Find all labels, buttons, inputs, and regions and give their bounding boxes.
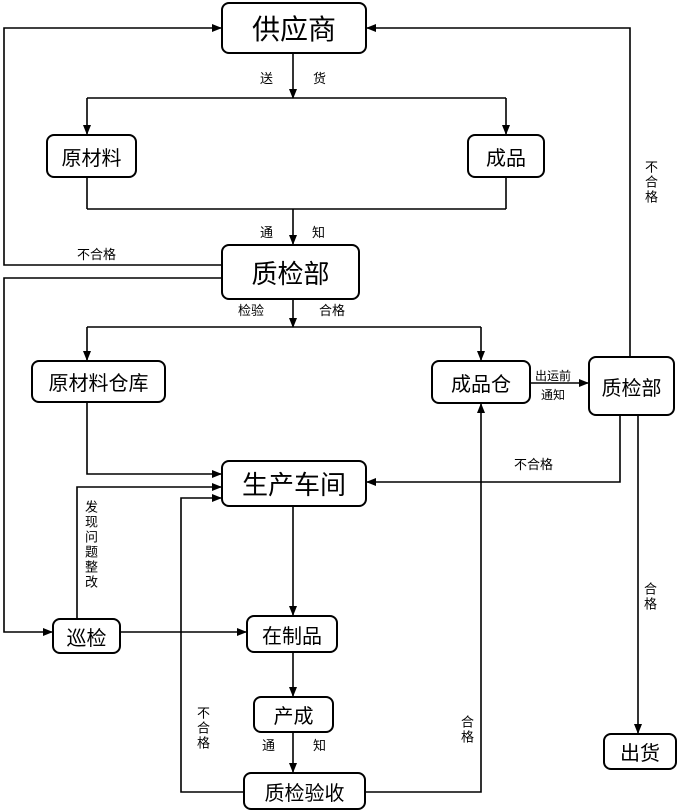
label-pass-right: 合格 <box>641 582 656 612</box>
node-product-warehouse: 成品仓 <box>431 360 531 404</box>
node-patrol: 巡检 <box>52 618 121 654</box>
node-raw-warehouse: 原材料仓库 <box>31 360 166 403</box>
label-reject-left: 不合格 <box>77 248 117 263</box>
label-deliver-2: 货 <box>313 72 327 87</box>
line-accept-reject <box>180 494 243 793</box>
label-reject-workshop: 不合格 <box>514 458 554 473</box>
label-deliver-1: 送 <box>260 72 274 87</box>
line-reject-to-supplier <box>3 24 222 266</box>
label-reject-right-top: 不合格 <box>642 160 657 205</box>
label-notify-2: 知 <box>312 226 326 241</box>
label-ship-notice-2: 通知 <box>541 388 566 402</box>
node-qc-top: 质检部 <box>221 244 360 300</box>
line-rawwh-to-workshop <box>86 403 222 478</box>
node-acceptance: 质检验收 <box>243 772 366 810</box>
label-find-issue: 发现问题整改 <box>82 500 97 590</box>
label-pass-top: 合格 <box>319 304 346 319</box>
label-notify-1: 通 <box>260 226 274 241</box>
node-qc-right: 质检部 <box>588 356 675 416</box>
node-supplier: 供应商 <box>221 2 367 54</box>
label-pass-bottom: 合格 <box>458 715 473 745</box>
node-product: 成品 <box>467 134 545 178</box>
node-raw-material: 原材料 <box>46 134 137 178</box>
node-wip: 在制品 <box>246 615 338 653</box>
line-qcright-to-supplier <box>366 24 631 356</box>
node-workshop: 生产车间 <box>221 460 367 507</box>
label-notify-b2: 知 <box>313 739 327 754</box>
label-reject-bottom: 不合格 <box>194 706 209 751</box>
label-inspect: 检验 <box>238 304 265 319</box>
label-notify-b1: 通 <box>262 739 276 754</box>
line-patrol-to-workshop <box>76 483 222 618</box>
line-accept-pass <box>366 403 485 793</box>
line-qcright-to-workshop <box>366 416 621 486</box>
node-shipment: 出货 <box>603 733 677 770</box>
node-output: 产成 <box>253 696 334 733</box>
line-qc-to-patrol <box>3 277 221 636</box>
label-ship-notice-1: 出运前 <box>535 369 572 383</box>
